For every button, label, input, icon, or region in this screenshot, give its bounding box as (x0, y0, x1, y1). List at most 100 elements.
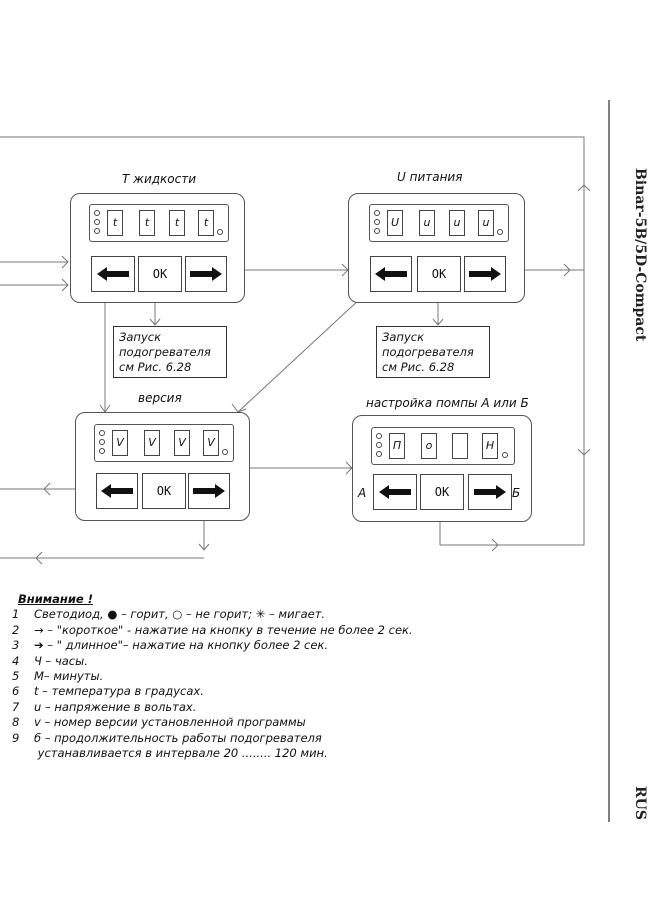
legend-num: 8 (12, 715, 20, 730)
digit-4: t (198, 210, 214, 236)
legend-text: Ч – часы. (34, 653, 88, 668)
legend-text: u – напряжение в вольтах. (34, 699, 197, 714)
digit-2: V (144, 430, 160, 456)
arrow-right-icon (474, 485, 506, 499)
led-dot (222, 449, 228, 455)
led-dot (502, 452, 508, 458)
led-1 (94, 210, 100, 216)
digit-2: t (139, 210, 155, 236)
right-arrow-button[interactable] (188, 473, 230, 509)
digit-3: V (174, 430, 190, 456)
led-3 (94, 228, 100, 234)
arrow-right-icon (190, 267, 222, 281)
digit-2: о (421, 433, 437, 459)
digit-4: V (203, 430, 219, 456)
note-line: см Рис. 6.28 (382, 360, 455, 374)
led-1 (374, 210, 380, 216)
legend-text: t – температура в градусах. (34, 684, 204, 699)
legend-text: б – продолжительность работы подогревате… (34, 730, 322, 745)
left-arrow-button[interactable] (373, 474, 417, 510)
legend-title: Внимание ! (18, 592, 93, 606)
digit-1: V (112, 430, 128, 456)
legend-text: ➔ – " длинное"– нажатие на кнопку более … (34, 638, 329, 653)
legend-num: 4 (12, 653, 20, 668)
led-3 (374, 228, 380, 234)
start-heater-note: Запуск подогревателя см Рис. 6.28 (376, 326, 490, 378)
ok-button[interactable]: OK (420, 474, 464, 510)
pump-display: П о Н (371, 427, 515, 465)
legend-item: 6 t – температура в градусах. (12, 684, 413, 699)
note-line: подогревателя (119, 345, 211, 359)
legend-item: 4 Ч – часы. (12, 654, 413, 669)
pump-right-letter: Б (512, 486, 521, 500)
legend-item: 2 → – "короткое" - нажатие на кнопку в те… (12, 623, 413, 638)
temp-panel: t t t t OK (70, 193, 245, 303)
legend-item: 9 б – продолжительность работы подогреват… (12, 731, 413, 746)
digit-4: Н (482, 433, 498, 459)
voltage-panel-title: U питания (397, 170, 463, 184)
legend-text: v – номер версии установленной программы (34, 715, 306, 730)
arrow-left-icon (379, 485, 411, 499)
right-arrow-button[interactable] (464, 256, 506, 292)
version-panel: V V V V OK (75, 412, 250, 521)
version-panel-title: версия (138, 391, 182, 405)
product-name: Binar-5B/5D-Compact (632, 168, 648, 342)
arrow-left-icon (101, 484, 133, 498)
digit-3 (452, 433, 468, 459)
led-3 (99, 448, 105, 454)
pump-panel-title: настройка помпы А или Б (366, 396, 529, 410)
led-2 (376, 442, 382, 448)
led-2 (374, 219, 380, 225)
ok-button[interactable]: OK (138, 256, 182, 292)
legend-item: 7 u – напряжение в вольтах. (12, 700, 413, 715)
left-arrow-button[interactable] (96, 473, 138, 509)
left-arrow-button[interactable] (370, 256, 412, 292)
right-arrow-button[interactable] (185, 256, 227, 292)
legend-text: Светодиод, ● – горит, ○ – не горит; ✳ – … (34, 607, 326, 622)
legend-text: → – "короткое" - нажатие на кнопку в теч… (34, 622, 413, 637)
right-arrow-button[interactable] (468, 474, 512, 510)
legend-text: устанавливается в интервале 20 ........ … (34, 746, 328, 761)
digit-1: П (389, 433, 405, 459)
arrow-right-icon (193, 484, 225, 498)
note-line: подогревателя (382, 345, 474, 359)
left-arrow-button[interactable] (91, 256, 135, 292)
pump-panel: П о Н OK (352, 415, 532, 522)
led-1 (99, 430, 105, 436)
note-line: см Рис. 6.28 (119, 360, 192, 374)
note-line: Запуск (119, 330, 162, 344)
legend-item: 3➔ – " длинное"– нажатие на кнопку более… (12, 638, 413, 653)
temp-display: t t t t (89, 204, 229, 242)
legend-item: 8 v – номер версии установленной программ… (12, 715, 413, 730)
language-tag: RUS (632, 786, 648, 820)
led-dot (217, 229, 223, 235)
note-line: Запуск (382, 330, 425, 344)
voltage-display: U u u u (369, 204, 509, 242)
legend-item: устанавливается в интервале 20 ........ … (12, 746, 413, 761)
digit-1: t (107, 210, 123, 236)
arrow-right-icon (469, 267, 501, 281)
ok-button[interactable]: OK (142, 473, 186, 509)
legend-num: 1 (12, 607, 20, 622)
digit-3: t (169, 210, 185, 236)
voltage-panel: U u u u OK (348, 193, 525, 303)
legend-item: 1 Светодиод, ● – горит, ○ – не горит; ✳ –… (12, 607, 413, 622)
led-2 (99, 439, 105, 445)
led-3 (376, 451, 382, 457)
arrow-left-icon (97, 267, 129, 281)
digit-4: u (478, 210, 494, 236)
digit-3: u (449, 210, 465, 236)
legend-num: 9 (12, 730, 20, 745)
version-display: V V V V (94, 424, 234, 462)
ok-button[interactable]: OK (417, 256, 461, 292)
legend-num: 6 (12, 684, 20, 699)
arrow-left-icon (375, 267, 407, 281)
digit-1: U (387, 210, 403, 236)
start-heater-note: Запуск подогревателя см Рис. 6.28 (113, 326, 227, 378)
led-dot (497, 229, 503, 235)
digit-2: u (419, 210, 435, 236)
legend-num: 2 (12, 622, 20, 637)
legend-num: 7 (12, 699, 20, 714)
legend-text: М– минуты. (34, 669, 104, 684)
